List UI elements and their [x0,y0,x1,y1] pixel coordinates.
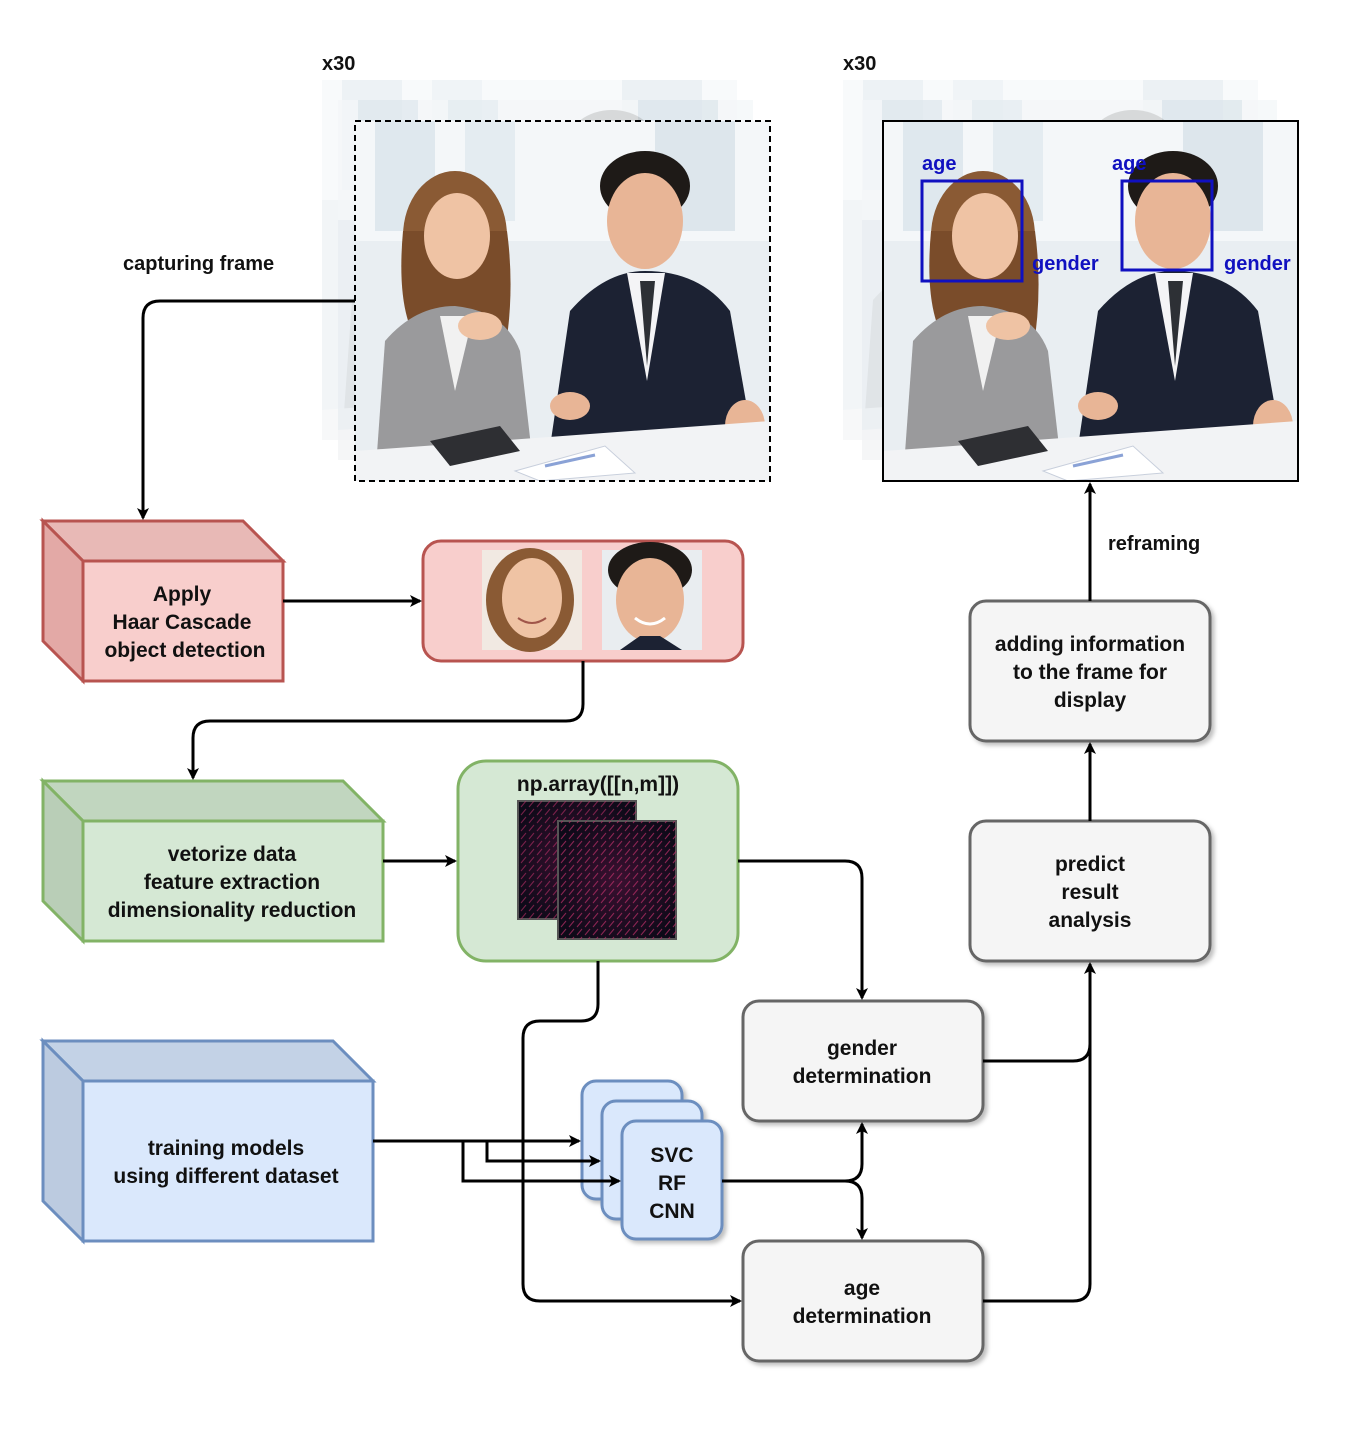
captured-frame-photo [355,121,770,481]
face-box-2 [1120,179,1214,272]
hog-feature-image-front [557,820,677,940]
haar-label-line-1: Apply [153,583,212,606]
edge-faces-to-vectorize [187,661,585,780]
annotation-gender-2: gender [1224,253,1291,275]
output-frame-photo [883,121,1298,481]
gender-label-line-2: determination [793,1065,932,1088]
edge-array-to-age [521,961,742,1307]
age-label-line-2: determination [793,1305,932,1328]
edge-age-to-predict [983,1044,1092,1303]
edge-gender-to-predict [983,962,1096,1063]
output-frame-stack: age gender age gender [843,80,1299,482]
age-label-line-1: age [844,1277,880,1300]
annotation-gender-1: gender [1032,253,1099,275]
haar-label-line-3: object detection [104,639,265,662]
x30-label-left: x30 [322,53,355,75]
face-crop-woman [482,548,582,652]
node-training: training models using different dataset [39,1037,377,1245]
captured-frame-stack [322,80,771,482]
np-array-label: np.array([[n,m]]) [517,773,679,796]
node-detected-faces [421,539,745,663]
adding-label-line-3: display [1054,689,1127,712]
node-feature-array: np.array([[n,m]]) [456,759,740,963]
model-rf: RF [658,1172,686,1195]
vectorize-label-line-3: dimensionality reduction [108,899,357,922]
annotation-age-2: age [1112,153,1146,175]
training-label-line-1: training models [148,1137,304,1160]
annotation-age-1: age [922,153,956,175]
model-svc: SVC [650,1144,693,1167]
face-crop-man [602,542,702,650]
predict-label-line-3: analysis [1049,909,1132,932]
edge-models-to-gender [722,1122,868,1183]
haar-label-line-2: Haar Cascade [113,611,252,634]
face-box-1 [920,179,1024,283]
vectorize-label-line-1: vetorize data [168,843,297,866]
predict-label-line-2: result [1061,881,1118,904]
model-cnn: CNN [649,1200,695,1223]
node-models: SVC RF CNN [580,1079,724,1241]
edges [137,299,1096,1307]
adding-label-line-2: to the frame for [1013,661,1167,684]
training-label-line-2: using different dataset [113,1165,338,1188]
node-age-determination: age determination [741,1239,985,1363]
node-haar-cascade: Apply Haar Cascade object detection [39,517,287,685]
edge-training-to-model-3 [461,1141,621,1187]
vectorize-label-line-2: feature extraction [144,871,320,894]
x30-label-right: x30 [843,53,876,75]
edge-frame-to-haar [137,299,355,520]
edge-label-reframing: reframing [1108,533,1200,555]
predict-label-line-1: predict [1055,853,1125,876]
edge-models-to-age [844,1179,868,1240]
node-gender-determination: gender determination [741,999,985,1123]
gender-label-line-1: gender [827,1037,897,1060]
node-predict: predict result analysis [968,819,1212,963]
node-adding-information: adding information to the frame for disp… [968,599,1212,743]
edge-training-to-model-2 [485,1141,601,1167]
adding-label-line-1: adding information [995,633,1185,656]
edge-array-to-gender [738,859,868,1000]
node-vectorize: vetorize data feature extraction dimensi… [39,777,387,945]
edge-label-capturing-frame: capturing frame [123,253,274,275]
